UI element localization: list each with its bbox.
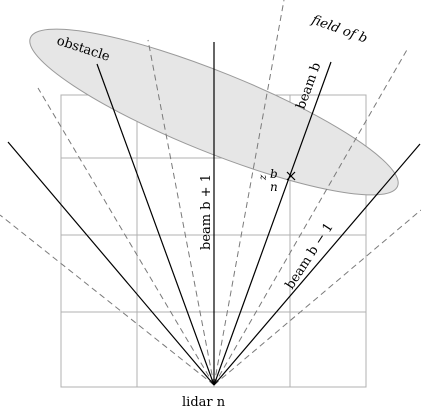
- intersection-point-label: b z n: [258, 167, 278, 194]
- beam-far-left: [7, 141, 215, 386]
- point-label-subscript: n: [270, 180, 278, 194]
- dashed-beam: [213, 47, 409, 386]
- beam-field-boundaries: [0, 0, 421, 386]
- dashed-beam: [213, 0, 285, 386]
- field-of-b-label: field of b: [309, 12, 370, 46]
- beams: [7, 42, 421, 386]
- dashed-beam: [147, 39, 215, 386]
- dashed-beam: [0, 214, 215, 386]
- beam-b: [213, 61, 332, 386]
- point-label-superscript: b: [270, 167, 278, 181]
- beam-b-minus-1-label: beam b − 1: [283, 220, 337, 292]
- intersection-marker: [286, 171, 296, 181]
- lidar-label: lidar n: [182, 395, 226, 410]
- beam-b-label: beam b: [294, 61, 325, 112]
- beam-obstacle: [96, 63, 215, 386]
- dashed-beam: [213, 209, 421, 386]
- point-label-base: z: [258, 174, 269, 181]
- dashed-beam: [37, 87, 215, 386]
- beam-b-minus-1: [213, 143, 421, 386]
- beam-b-plus-1-label: beam b + 1: [199, 174, 214, 250]
